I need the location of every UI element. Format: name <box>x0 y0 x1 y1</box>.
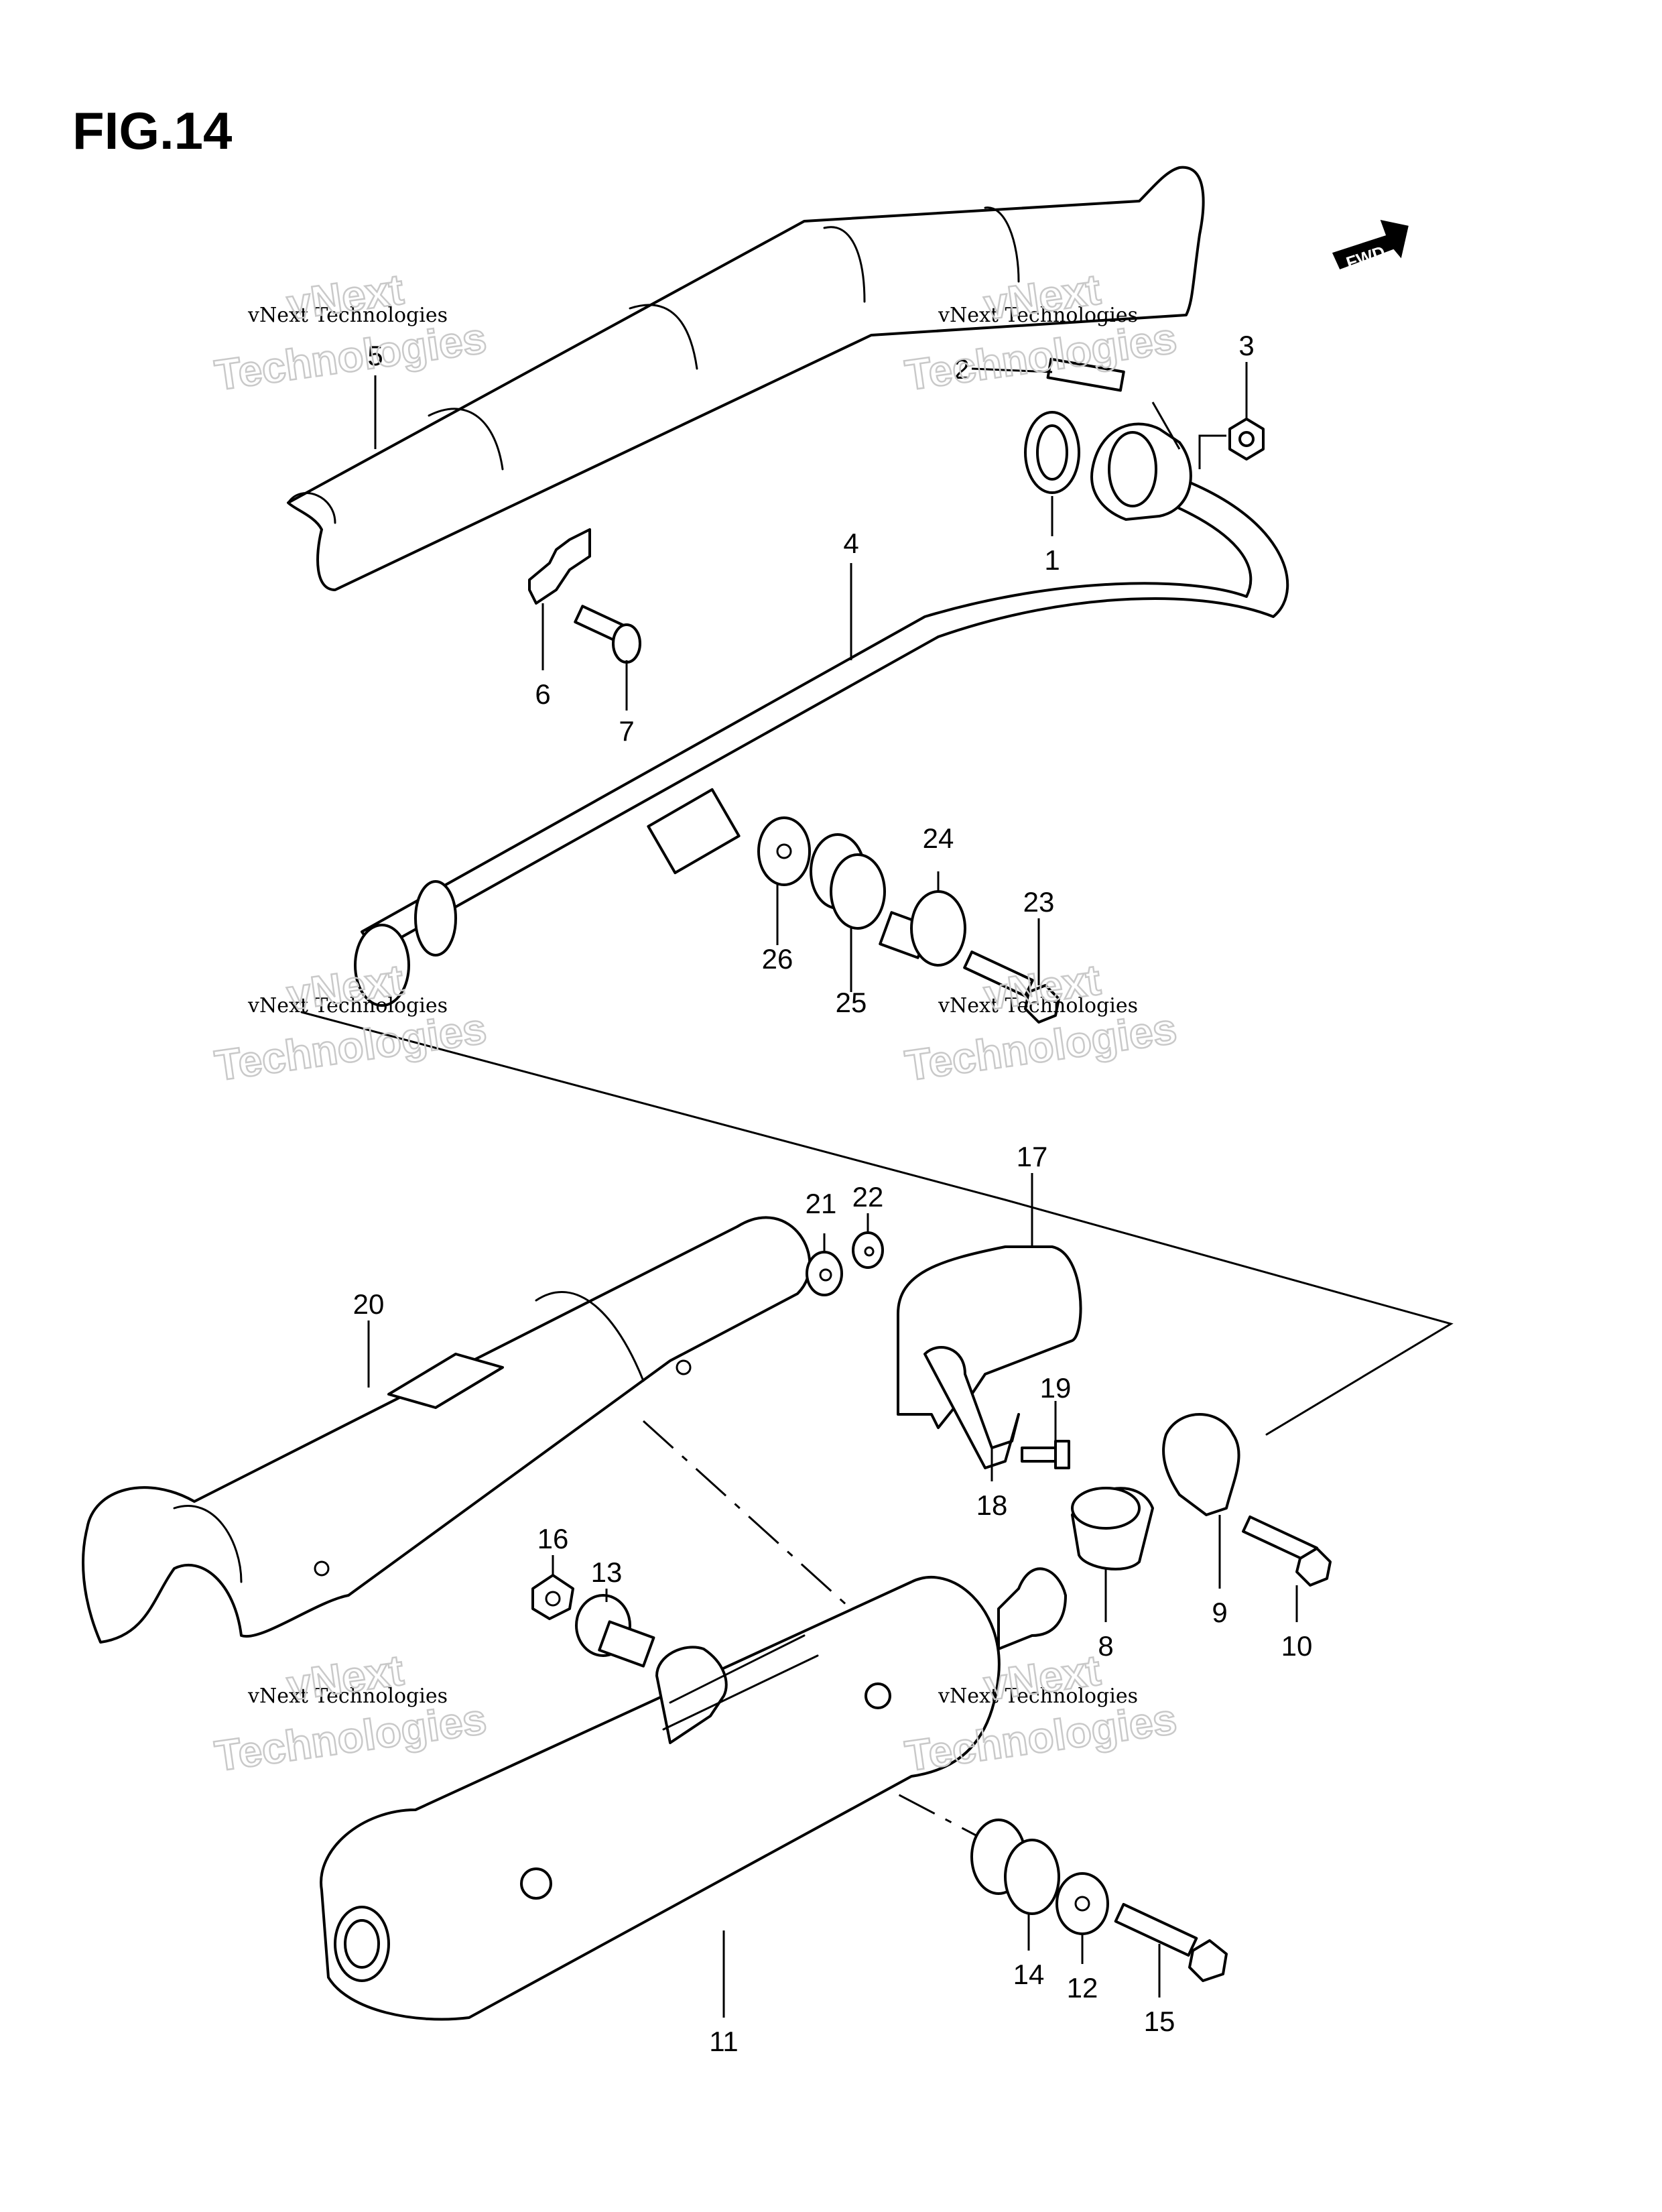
part-19-bolt <box>1021 1440 1070 1469</box>
callout-19: 19 <box>1040 1372 1072 1404</box>
callout-17: 17 <box>1017 1141 1048 1172</box>
callout-5: 5 <box>367 340 383 371</box>
callout-9: 9 <box>1212 1597 1227 1628</box>
part-3-nut <box>1228 418 1265 460</box>
svg-text:vNext Technologies: vNext Technologies <box>247 304 448 327</box>
svg-text:vNext Technologies: vNext Technologies <box>938 994 1138 1018</box>
callout-7: 7 <box>619 715 634 747</box>
part-5-heat-shield <box>287 166 1205 591</box>
part-12-washer <box>1056 1872 1109 1935</box>
part-24-collar <box>879 890 966 967</box>
svg-text:vNext Technologies: vNext Technologies <box>938 1684 1138 1708</box>
callout-10: 10 <box>1281 1630 1313 1662</box>
watermark-3: vNext Technologies Technologies vNext <box>211 955 490 1091</box>
callout-16: 16 <box>537 1523 569 1554</box>
part-14-grommet <box>970 1819 1060 1915</box>
callout-26: 26 <box>762 943 793 975</box>
part-8-sleeve <box>1071 1487 1154 1571</box>
part-18-clip <box>923 1346 1020 1469</box>
leader-lines <box>367 362 1298 2018</box>
part-21-washer <box>806 1251 843 1296</box>
callout-13: 13 <box>591 1556 623 1588</box>
svg-text:vNext Technologies: vNext Technologies <box>247 994 448 1018</box>
callout-21: 21 <box>806 1188 837 1219</box>
callout-15: 15 <box>1144 2006 1175 2037</box>
part-23-bolt <box>963 950 1060 1024</box>
callout-4: 4 <box>843 528 858 559</box>
part-4-exhaust-pipe <box>354 468 1289 1007</box>
part-2-stud-bolt <box>1046 357 1125 392</box>
callout-2: 2 <box>954 353 969 385</box>
callout-8: 8 <box>1098 1630 1113 1662</box>
fwd-arrow-icon: FWD <box>1332 219 1409 273</box>
assembly-line-upper <box>300 1011 1454 1436</box>
part-6-bracket <box>528 528 591 605</box>
callout-3: 3 <box>1238 330 1254 361</box>
svg-text:vNext Technologies: vNext Technologies <box>247 1684 448 1708</box>
fwd-label: FWD <box>1344 242 1388 273</box>
callout-11: 11 <box>709 2026 739 2057</box>
watermark-1: vNext Technologies Technologies vNext <box>211 264 490 400</box>
callout-6: 6 <box>535 678 550 710</box>
callout-1: 1 <box>1044 544 1060 576</box>
part-15-bolt <box>1114 1902 1228 1982</box>
part-11-muffler <box>320 1567 1067 2021</box>
callout-23: 23 <box>1023 886 1055 918</box>
callout-20: 20 <box>353 1288 385 1320</box>
watermark-4: vNext Technologies Technologies vNext <box>901 955 1180 1091</box>
callout-24: 24 <box>923 822 954 854</box>
figure-title: FIG.14 <box>72 101 232 160</box>
part-13-collar <box>575 1594 655 1668</box>
part-26-washer <box>757 816 811 886</box>
callout-18: 18 <box>976 1489 1008 1521</box>
part-7-bolt <box>574 605 641 664</box>
svg-text:vNext Technologies: vNext Technologies <box>938 304 1138 327</box>
part-10-bolt <box>1242 1515 1332 1587</box>
callout-labels: 1 2 3 4 5 6 7 8 9 10 11 12 13 14 15 16 1… <box>353 330 1313 2057</box>
part-9-clamp <box>1162 1413 1240 1516</box>
callout-22: 22 <box>852 1181 884 1213</box>
watermark-5: vNext Technologies Technologies vNext <box>211 1645 490 1781</box>
part-20-muffler-cover <box>82 1216 812 1644</box>
part-25-grommet <box>810 833 886 930</box>
callout-25: 25 <box>836 987 867 1018</box>
part-16-nut <box>531 1574 574 1620</box>
exhaust-flange <box>1090 422 1192 521</box>
part-22-nut <box>852 1231 884 1269</box>
part-1-gasket <box>1024 411 1080 494</box>
callout-14: 14 <box>1013 1959 1045 1990</box>
callout-12: 12 <box>1067 1972 1098 2004</box>
